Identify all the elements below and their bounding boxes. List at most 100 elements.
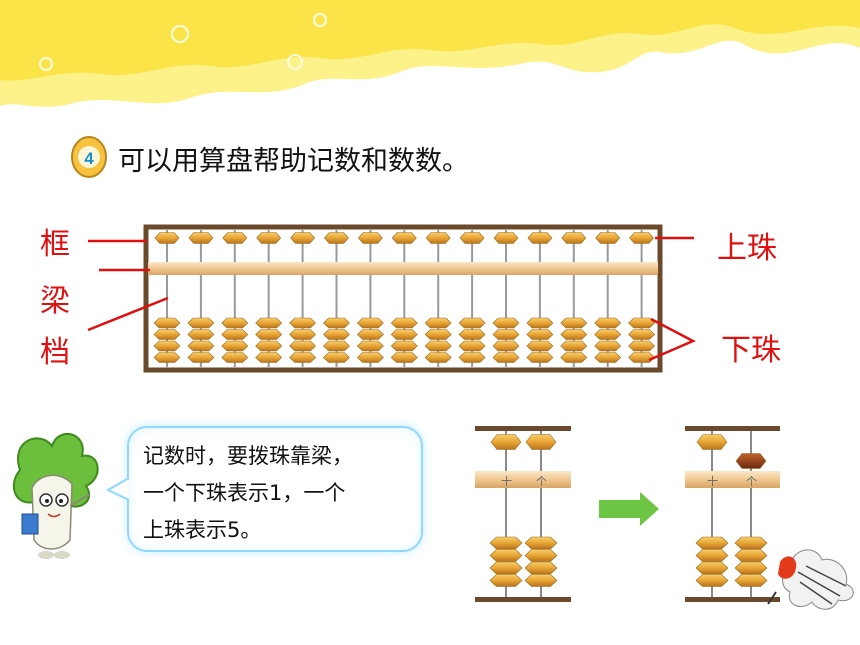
bead[interactable] <box>489 549 523 562</box>
bead[interactable] <box>390 317 418 329</box>
bead[interactable] <box>734 536 768 550</box>
right-arrow-icon <box>599 492 659 526</box>
bead[interactable] <box>695 574 729 587</box>
bead[interactable] <box>594 340 622 352</box>
bead[interactable] <box>526 329 554 340</box>
bead[interactable] <box>222 232 248 244</box>
bead[interactable] <box>153 352 181 363</box>
bead[interactable] <box>323 352 350 363</box>
bead[interactable] <box>255 352 283 363</box>
bead[interactable] <box>459 232 485 244</box>
bead[interactable] <box>524 561 558 575</box>
bead[interactable] <box>187 340 215 352</box>
bead[interactable] <box>358 232 383 244</box>
bead[interactable] <box>390 329 418 340</box>
bead[interactable] <box>560 352 588 363</box>
bead[interactable] <box>493 232 519 244</box>
bead[interactable] <box>187 352 215 363</box>
bead[interactable] <box>492 340 520 352</box>
bead[interactable] <box>489 561 523 575</box>
bead[interactable] <box>527 232 553 244</box>
bead[interactable] <box>526 352 554 363</box>
bead[interactable] <box>255 329 283 340</box>
bead[interactable] <box>526 340 554 352</box>
bead[interactable] <box>524 574 558 587</box>
bead[interactable] <box>153 317 181 329</box>
bead[interactable] <box>221 317 249 329</box>
bead[interactable] <box>356 352 384 363</box>
bead[interactable] <box>628 340 656 352</box>
bead[interactable] <box>734 574 768 587</box>
bead[interactable] <box>391 232 417 244</box>
bead[interactable] <box>458 317 486 329</box>
bead[interactable] <box>289 329 317 340</box>
bead[interactable] <box>525 434 557 450</box>
bead[interactable] <box>560 340 588 352</box>
bead[interactable] <box>594 329 622 340</box>
bead[interactable] <box>424 340 452 352</box>
bead[interactable] <box>492 352 520 363</box>
bead[interactable] <box>628 329 656 340</box>
bead[interactable] <box>492 317 520 329</box>
bead[interactable] <box>356 329 384 340</box>
bead[interactable] <box>390 340 418 352</box>
bead[interactable] <box>628 317 656 329</box>
bead[interactable] <box>425 232 451 244</box>
bead[interactable] <box>489 574 523 587</box>
bead[interactable] <box>289 317 317 329</box>
bead[interactable] <box>323 340 350 352</box>
bead[interactable] <box>594 317 622 329</box>
bead[interactable] <box>734 561 768 575</box>
bead[interactable] <box>561 232 587 244</box>
bead[interactable] <box>324 232 349 244</box>
bead[interactable] <box>524 536 558 550</box>
bead[interactable] <box>187 317 215 329</box>
bead[interactable] <box>595 232 621 244</box>
bead[interactable] <box>221 340 249 352</box>
bead[interactable] <box>524 549 558 562</box>
bead[interactable] <box>221 329 249 340</box>
bead[interactable] <box>695 561 729 575</box>
bead[interactable] <box>695 549 729 562</box>
bead[interactable] <box>390 352 418 363</box>
speech-line-3: 上珠表示5。 <box>143 518 262 542</box>
bead[interactable] <box>489 536 523 550</box>
small-abacus-before: 十 个 <box>475 426 571 602</box>
bead[interactable] <box>628 352 656 363</box>
bead[interactable] <box>492 329 520 340</box>
bead[interactable] <box>221 352 249 363</box>
ones-label: 个 <box>746 475 757 488</box>
bead[interactable] <box>256 232 282 244</box>
bead[interactable] <box>290 232 315 244</box>
bead[interactable] <box>154 232 180 244</box>
bead[interactable] <box>734 549 768 562</box>
bead[interactable] <box>526 317 554 329</box>
bead[interactable] <box>289 340 317 352</box>
lower-bead-pointer <box>648 317 696 362</box>
bead[interactable] <box>696 434 728 450</box>
bead[interactable] <box>323 329 350 340</box>
bead[interactable] <box>594 352 622 363</box>
bead[interactable] <box>560 329 588 340</box>
bead[interactable] <box>356 340 384 352</box>
bead[interactable] <box>255 340 283 352</box>
bead[interactable] <box>735 453 767 469</box>
bead[interactable] <box>458 329 486 340</box>
bead[interactable] <box>153 329 181 340</box>
bead[interactable] <box>458 352 486 363</box>
bead[interactable] <box>424 352 452 363</box>
bead[interactable] <box>629 232 654 244</box>
bead[interactable] <box>560 317 588 329</box>
bead[interactable] <box>187 329 215 340</box>
bead[interactable] <box>695 536 729 550</box>
bead[interactable] <box>424 317 452 329</box>
bead[interactable] <box>188 232 214 244</box>
bead[interactable] <box>255 317 283 329</box>
bead[interactable] <box>153 340 181 352</box>
bead[interactable] <box>424 329 452 340</box>
bead[interactable] <box>458 340 486 352</box>
bead[interactable] <box>323 317 350 329</box>
bead[interactable] <box>490 434 522 450</box>
bead[interactable] <box>356 317 384 329</box>
bead[interactable] <box>289 352 317 363</box>
